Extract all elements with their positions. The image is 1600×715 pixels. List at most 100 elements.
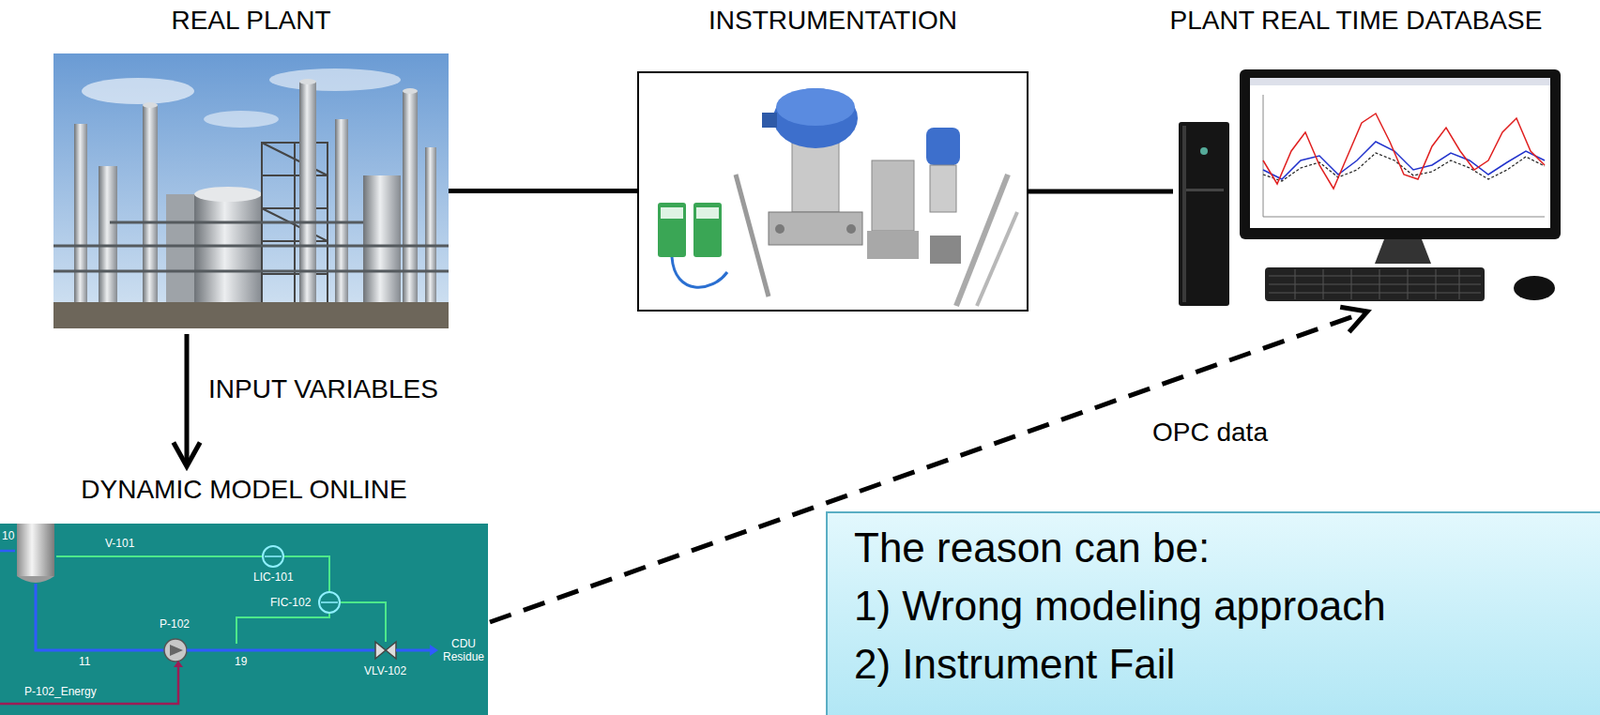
flowsheet-illustration-part — [0, 523, 488, 715]
computer-illustration-part-part — [1268, 284, 1481, 286]
computer-illustration-part-part — [1323, 269, 1325, 300]
flowsheet-illustration — [0, 523, 488, 715]
flowsheet-illustration-part — [16, 523, 55, 577]
computer-illustration-part — [1249, 77, 1551, 229]
plant-photo-part-part — [293, 142, 296, 312]
computer-illustration-part — [1249, 77, 1551, 86]
edge-label: OPC data — [1152, 416, 1268, 449]
stream-label: LIC-101 — [253, 570, 294, 584]
stream-label: P-102_Energy — [24, 685, 97, 699]
callout-item: 2) Instrument Fail — [853, 635, 1582, 694]
stream-label: P-102 — [159, 617, 190, 631]
plant-photo-part — [269, 68, 401, 92]
flowsheet-illustration-part — [35, 583, 165, 651]
instrument-photo-part — [926, 127, 960, 166]
plant-photo-part — [142, 102, 158, 108]
connector-line — [1028, 189, 1174, 195]
plant-photo-part — [53, 302, 449, 329]
stream-label: CDU Residue — [441, 637, 487, 664]
computer-illustration-part-part — [1295, 269, 1296, 300]
instrument-photo-part — [637, 71, 1029, 312]
plant-figure — [53, 53, 449, 329]
computer-illustration-part-part — [1263, 216, 1545, 218]
computer-figure — [1173, 66, 1561, 306]
stream-label: 19 — [234, 655, 247, 669]
stream-label: 11 — [78, 655, 91, 669]
instrument-photo-part — [696, 207, 719, 219]
flowsheet-illustration-part — [186, 649, 376, 653]
instrumentation-node: INSTRUMENTATION — [633, 4, 1033, 312]
node-heading: DYNAMIC MODEL ONLINE — [0, 473, 492, 506]
flowsheet-illustration-part — [164, 639, 187, 662]
plant-photo-part — [335, 119, 349, 312]
flowsheet-illustration-part — [16, 576, 55, 583]
instrument-photo-part — [671, 257, 728, 288]
computer-illustration-part-part — [1268, 275, 1481, 277]
flowsheet-illustration-part-part — [56, 555, 263, 558]
computer-illustration-part — [1264, 267, 1485, 302]
flowsheet-illustration-part — [0, 666, 179, 704]
instrument-photo-part — [775, 224, 785, 234]
plant-photo-part-part — [109, 221, 364, 225]
computer-illustration-part — [1182, 125, 1187, 303]
computer-illustration-part-part — [1263, 94, 1265, 217]
instrument-photo-part — [867, 230, 919, 260]
computer-illustration-part — [1186, 188, 1224, 192]
plant-photo-part-part — [261, 142, 328, 176]
flowsheet-illustration-part — [396, 649, 430, 653]
instrument-photo-part — [660, 207, 684, 219]
plant-photo-part — [203, 110, 279, 128]
callout-item: 1) Wrong modeling approach — [853, 577, 1582, 636]
computer-illustration-part-part — [1268, 292, 1481, 294]
computer-illustration-part — [1374, 239, 1432, 264]
instrument-photo-part — [929, 165, 957, 213]
flowsheet-illustration-part — [320, 601, 338, 604]
plant-photo-part — [74, 123, 88, 312]
plant-photo-part — [425, 147, 437, 312]
computer-illustration-part-part — [1263, 152, 1545, 182]
connector-line — [448, 188, 638, 194]
node-heading: REAL PLANT — [49, 4, 453, 37]
callout-heading: The reason can be: — [853, 518, 1582, 578]
instrument-photo-part — [768, 212, 863, 245]
instrument-photo-part — [761, 112, 778, 128]
computer-illustration-part-part — [1407, 269, 1409, 300]
computer-illustration-part-part — [1459, 269, 1461, 300]
computer-illustration-part — [1200, 147, 1208, 155]
plant-photo-part — [53, 53, 449, 329]
plant-photo-part-part — [53, 244, 449, 248]
node-heading: INSTRUMENTATION — [633, 4, 1033, 37]
computer-illustration-part — [1239, 69, 1561, 240]
instrument-photo — [637, 71, 1029, 312]
flowsheet-illustration-part-part — [236, 612, 330, 644]
plant-photo-part — [53, 222, 449, 272]
plant-photo-part — [299, 81, 317, 312]
plant-photo-part — [363, 175, 401, 312]
computer-illustration-part-part — [1435, 269, 1437, 300]
instrument-photo-part — [657, 202, 686, 258]
flowsheet-illustration-part — [319, 592, 340, 613]
computer-illustration-part — [1268, 269, 1481, 300]
instrument-photo-part — [773, 88, 858, 149]
flowsheet-illustration-part — [169, 644, 183, 656]
flowsheet-illustration-part — [375, 641, 397, 659]
plant-photo-part — [166, 194, 195, 312]
flowsheet-figure: 10V-101LIC-101P-102FIC-1021119VLV-102CDU… — [0, 523, 488, 715]
node-heading: PLANT REAL TIME DATABASE — [1112, 4, 1600, 37]
stream-label: 10 — [1, 529, 15, 543]
edge-label: INPUT VARIABLES — [208, 373, 439, 406]
flowsheet-illustration-part — [0, 549, 16, 553]
callout-box: The reason can be:1) Wrong modeling appr… — [825, 511, 1600, 715]
flowsheet-illustration-part — [262, 546, 284, 567]
plant-photo-part — [261, 142, 328, 312]
plant-photo-part — [194, 186, 262, 202]
computer-illustration — [1178, 69, 1561, 306]
connector-line — [184, 334, 190, 467]
computer-illustration-part-part — [1379, 269, 1381, 300]
plant-photo-part — [402, 91, 418, 312]
flowsheet-illustration-part — [173, 660, 183, 668]
instrument-photo-part — [871, 160, 915, 231]
database-node: PLANT REAL TIME DATABASE — [1112, 4, 1600, 306]
